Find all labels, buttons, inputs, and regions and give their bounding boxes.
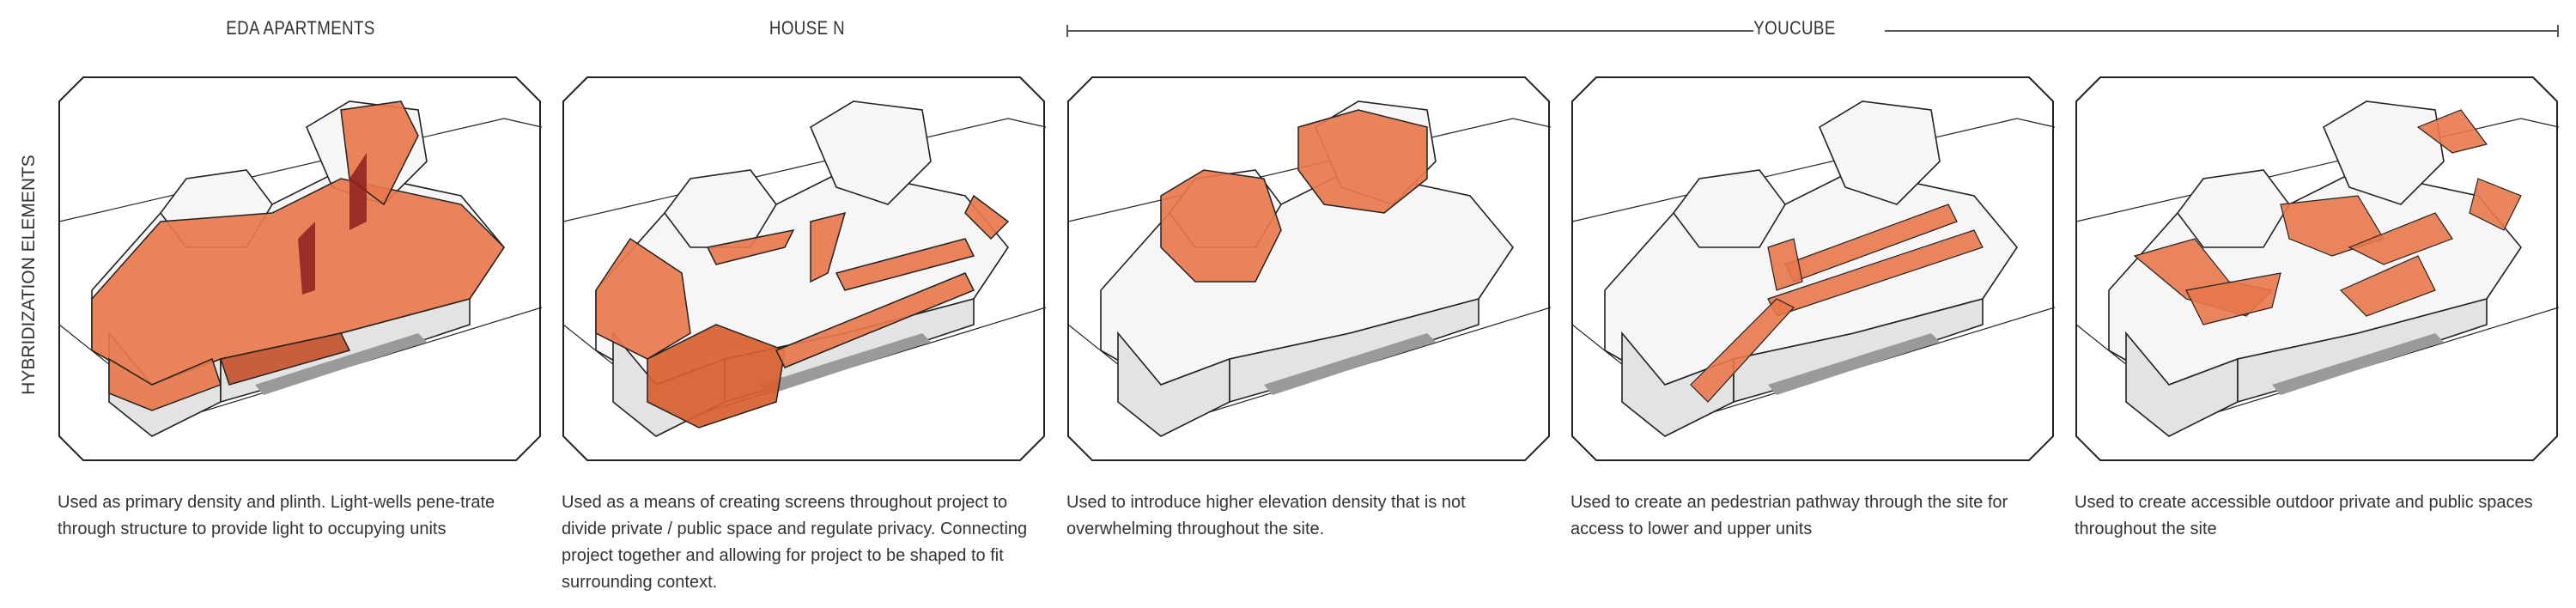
axonometric-diagram — [58, 76, 542, 461]
building-shadow — [255, 333, 427, 395]
range-end-tick — [2557, 25, 2559, 37]
axonometric-diagram — [1067, 76, 1551, 461]
building-shadow — [1264, 333, 1436, 395]
header-youcube: YOUCUBE — [1753, 17, 1836, 39]
building-massing — [1818, 100, 1941, 205]
description-youcube-outdoor: Used to create accessible outdoor privat… — [2075, 493, 2533, 538]
building-massing — [2322, 100, 2445, 205]
axonometric-diagram — [562, 76, 1046, 461]
diagram-youcube-density — [1066, 76, 1551, 462]
diagram-house-n — [562, 76, 1046, 462]
youcube-range-line-right — [1885, 30, 2559, 32]
description-youcube-pathway: Used to create an pedestrian pathway thr… — [1571, 493, 2008, 538]
header-eda-apartments: EDA APARTMENTS — [226, 17, 375, 39]
building-shadow — [1768, 333, 1940, 395]
building-shadow — [2272, 333, 2444, 395]
diagram-eda-apartments — [58, 76, 542, 462]
diagram-youcube-pathway — [1571, 76, 2055, 462]
building-massing — [1673, 169, 1786, 248]
header-house-n: HOUSE N — [769, 17, 846, 39]
building-massing — [809, 100, 932, 205]
axonometric-diagram — [1571, 76, 2055, 461]
description-youcube-density: Used to introduce higher elevation densi… — [1066, 493, 1466, 538]
building-massing — [664, 169, 777, 248]
axonometric-diagram — [2075, 76, 2559, 461]
youcube-range-line-left — [1066, 30, 1753, 32]
description-eda-apartments: Used as primary density and plinth. Ligh… — [58, 493, 495, 538]
side-label: HYBRIDIZATION ELEMENTS — [19, 155, 39, 395]
description-house-n: Used as a means of creating screens thro… — [562, 493, 1028, 592]
diagram-youcube-outdoor — [2075, 76, 2559, 462]
building-shadow — [759, 333, 931, 395]
